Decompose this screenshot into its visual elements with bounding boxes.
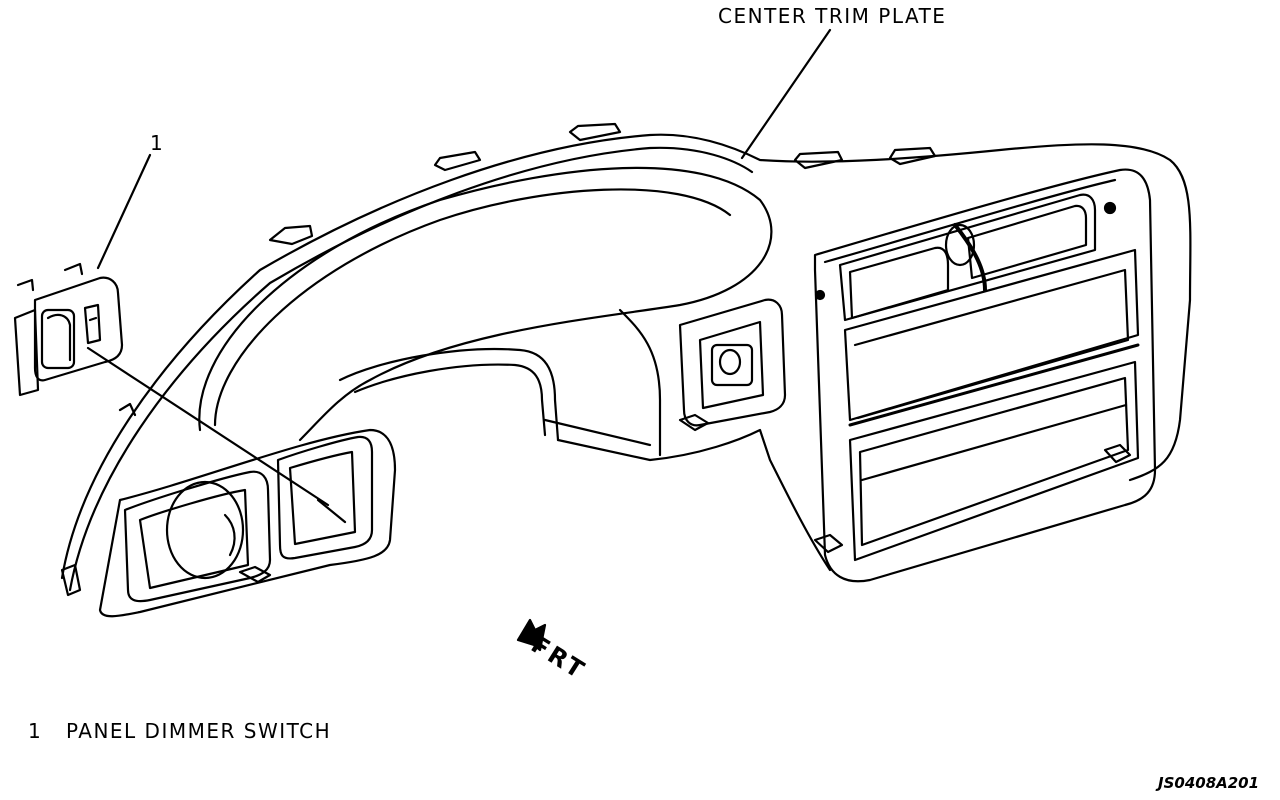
upper-opening [838, 193, 1097, 322]
callout-1-leader [96, 153, 152, 270]
radio-opening-upper [843, 248, 1140, 422]
center-trim-plate-label: CENTER TRIM PLATE [718, 4, 947, 28]
center-trim-plate-outline [813, 168, 1157, 583]
installation-line [86, 346, 330, 507]
radio-opening-lower [848, 360, 1140, 562]
cluster-hood-inner-ridge [213, 188, 732, 427]
center-trim-plate-leader [740, 28, 832, 160]
trim-plate-outer-edge [60, 133, 1192, 580]
bottom-clips [60, 413, 1132, 597]
hazard-switch [710, 343, 754, 387]
center-stack-block [556, 428, 832, 572]
trim-plate-outer-edge-inner [68, 146, 754, 592]
cluster-opening-outline [98, 428, 397, 618]
steering-column-cutout [338, 347, 560, 442]
legend-item-text: PANEL DIMMER SWITCH [66, 719, 332, 743]
gauge-circle [165, 480, 245, 580]
mounting-clips [268, 122, 937, 246]
panel-dimmer-switch [13, 262, 124, 397]
figure-code: JS0408A201 [1158, 774, 1260, 792]
frt-arrow [516, 618, 547, 652]
vent-left [848, 246, 950, 320]
callout-1-number: 1 [150, 131, 165, 155]
screw-top-right [1103, 201, 1117, 215]
legend-item-number: 1 [28, 719, 43, 743]
vent-right [966, 204, 1088, 280]
right-gauge-pod [276, 435, 374, 560]
screw-left [814, 289, 826, 301]
left-gauge-pod [123, 470, 272, 603]
cluster-hood [198, 166, 773, 442]
hazard-bezel [678, 298, 787, 427]
